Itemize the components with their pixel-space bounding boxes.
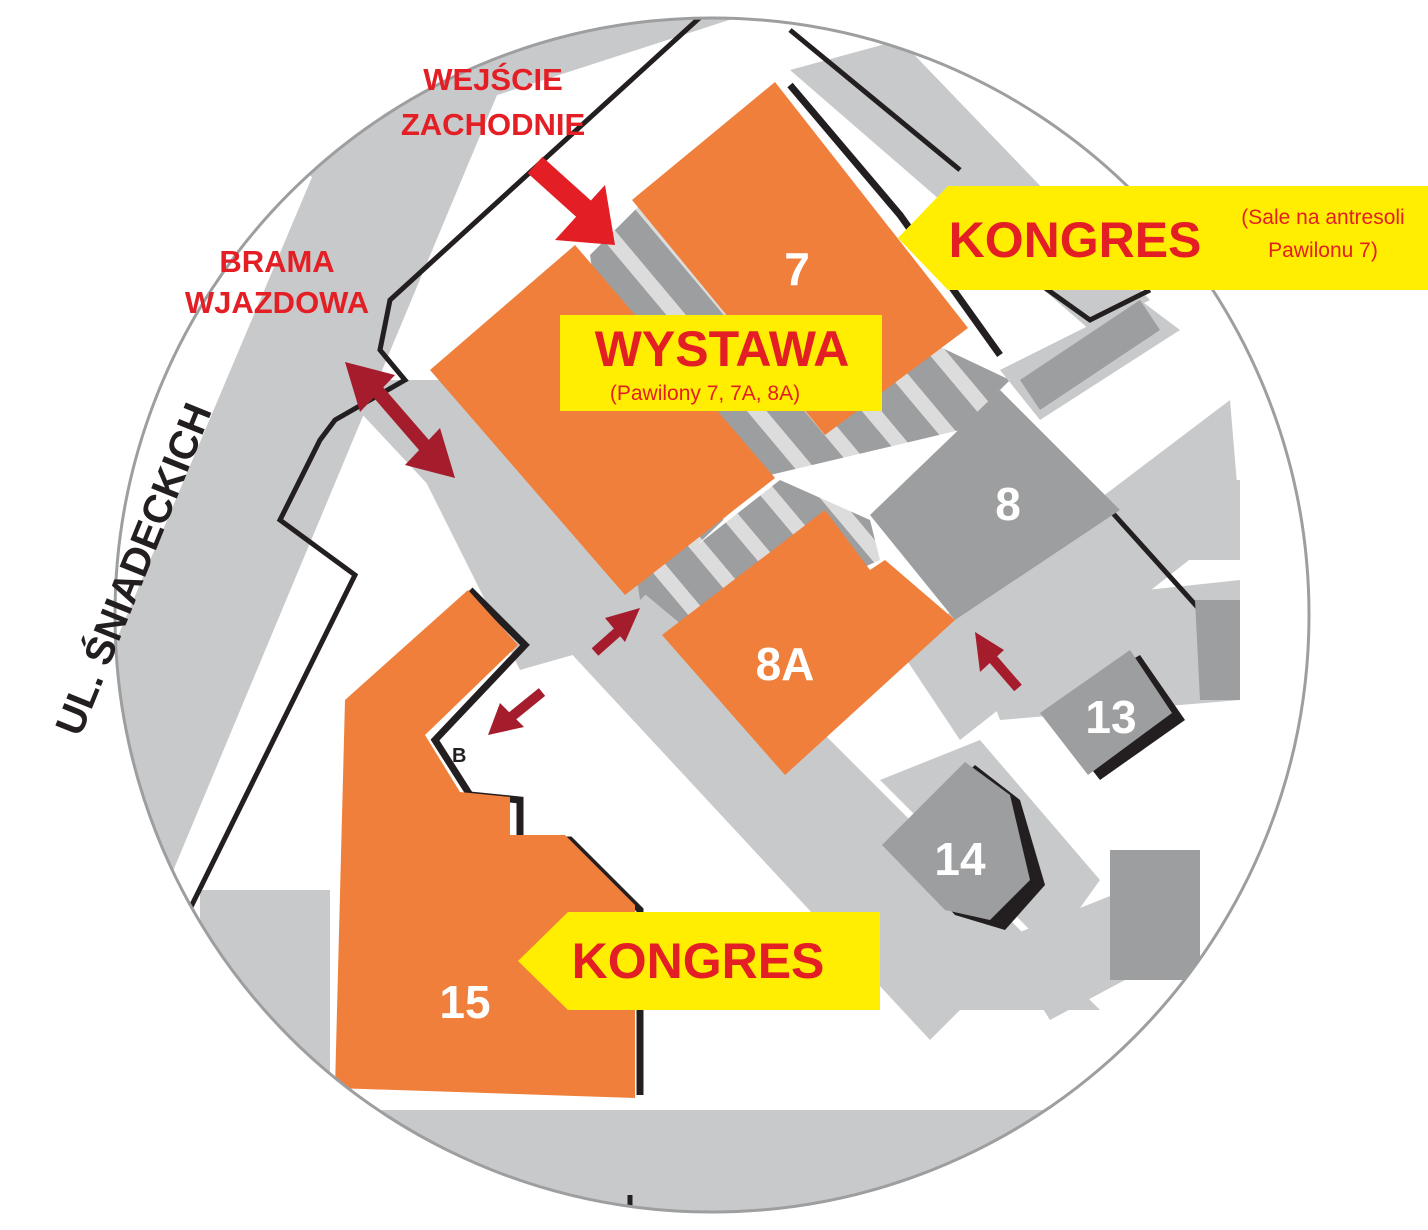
map-circle-border	[113, 16, 1311, 1214]
entrance-b-label: B	[452, 745, 466, 767]
exhibition-label-box: WYSTAWA (Pawilony 7, 7A, 8A)	[560, 315, 882, 411]
west-entrance-line2: ZACHODNIE	[401, 107, 585, 142]
vehicle-gate-label: BRAMA WJAZDOWA	[185, 244, 369, 320]
pavilion-7a[interactable]	[430, 245, 775, 595]
exhibition-title: WYSTAWA	[595, 321, 850, 377]
pavilion-13-number: 13	[1085, 691, 1136, 743]
congress-bottom-callout: KONGRES	[518, 912, 880, 1010]
congress-top-callout: KONGRES (Sale na antresoli Pawilonu 7)	[898, 186, 1428, 290]
entrance-arrow-8	[975, 632, 1022, 692]
pavilion-14[interactable]: 14	[882, 762, 1045, 930]
exhibition-subtitle: (Pawilony 7, 7A, 8A)	[610, 382, 800, 405]
pavilion-14-number: 14	[934, 833, 986, 885]
west-entrance-arrow	[527, 156, 615, 245]
pavilion-8-number: 8	[995, 478, 1021, 530]
entrance-arrow-7a	[591, 608, 640, 656]
pavilion-7-number: 7	[784, 243, 810, 295]
congress-bottom-title: KONGRES	[572, 933, 825, 989]
entrance-arrow-b	[488, 688, 546, 735]
vehicle-gate-line1: BRAMA	[219, 244, 334, 279]
vehicle-gate-arrow	[345, 362, 455, 478]
pavilion-7[interactable]: 7	[632, 82, 1003, 435]
west-entrance-line1: WEJŚCIE	[423, 61, 563, 97]
congress-top-note-line1: (Sale na antresoli	[1241, 206, 1404, 229]
pavilion-13[interactable]: 13	[1040, 650, 1185, 780]
pavilion-8a-number: 8A	[756, 638, 815, 690]
west-entrance-label: WEJŚCIE ZACHODNIE	[401, 61, 585, 142]
pavilion-15-number: 15	[439, 976, 490, 1028]
congress-top-note-line2: Pawilonu 7)	[1268, 239, 1378, 262]
congress-top-title: KONGRES	[949, 212, 1202, 268]
vehicle-gate-line2: WJAZDOWA	[185, 285, 369, 320]
site-boundary	[137, 18, 1202, 1212]
pavilion-8[interactable]: 8	[870, 390, 1120, 620]
pavilion-8a[interactable]: 8A	[662, 510, 955, 775]
